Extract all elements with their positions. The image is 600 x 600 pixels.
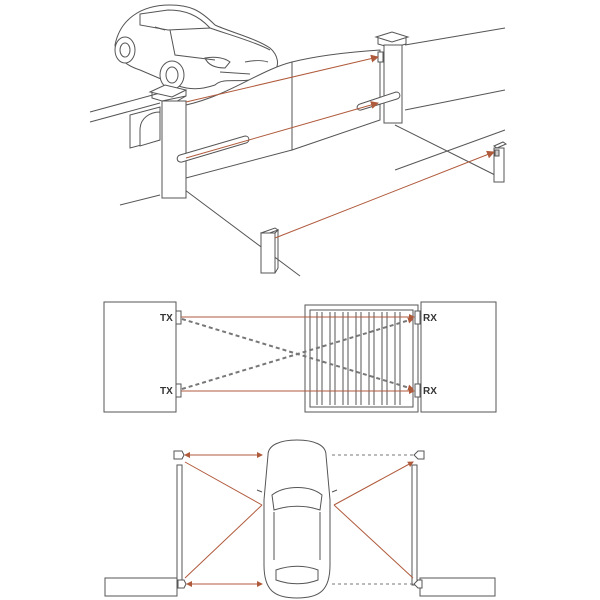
left-wall-cap — [139, 111, 161, 147]
tx-bottom-unit — [175, 383, 182, 398]
left-gate-post — [148, 84, 188, 199]
road-line — [404, 27, 506, 46]
road-line — [89, 102, 161, 123]
road-line — [394, 129, 506, 171]
road-line — [394, 124, 496, 176]
beam — [274, 150, 495, 239]
top-view — [104, 439, 496, 599]
left-pillar — [103, 301, 177, 413]
beam — [184, 461, 263, 506]
gate-bars — [316, 312, 401, 405]
right-pillar — [420, 301, 497, 413]
beam-dashed — [181, 317, 414, 390]
beam — [184, 504, 263, 579]
rx-top-unit — [414, 310, 421, 325]
tx-top-label: TX — [160, 313, 173, 324]
left-photocell-bottom — [177, 579, 187, 589]
road-line — [89, 92, 161, 113]
left-wall-block — [104, 577, 178, 597]
car-top-view-icon — [256, 439, 338, 599]
right-photocell-bottom — [413, 579, 423, 589]
photocell-post-icon — [259, 227, 280, 274]
road-line — [119, 194, 161, 206]
gate-leaf-right — [291, 49, 381, 151]
beam — [333, 461, 414, 506]
car-perspective-icon — [114, 4, 278, 90]
beam — [333, 504, 414, 579]
tx-top-unit — [175, 310, 182, 325]
left-gate-rail — [176, 464, 183, 586]
photocell-rx-top — [377, 51, 384, 63]
rx-bottom-label: RX — [423, 386, 437, 397]
road-line — [404, 89, 506, 111]
right-gate-rail — [411, 464, 418, 586]
beam — [185, 101, 379, 159]
right-gate-post — [374, 31, 410, 124]
elevation-view: TX TX RX RX — [103, 301, 497, 413]
left-photocell-top — [173, 450, 185, 460]
road-line — [184, 189, 301, 277]
right-photocell-top — [413, 450, 425, 460]
tx-bottom-label: TX — [160, 386, 173, 397]
right-wall-block — [419, 577, 496, 597]
rx-bottom-unit — [414, 383, 421, 398]
perspective-view — [89, 4, 508, 277]
beam — [185, 54, 379, 103]
photocell-post-right — [492, 141, 508, 183]
rx-top-label: RX — [423, 313, 437, 324]
